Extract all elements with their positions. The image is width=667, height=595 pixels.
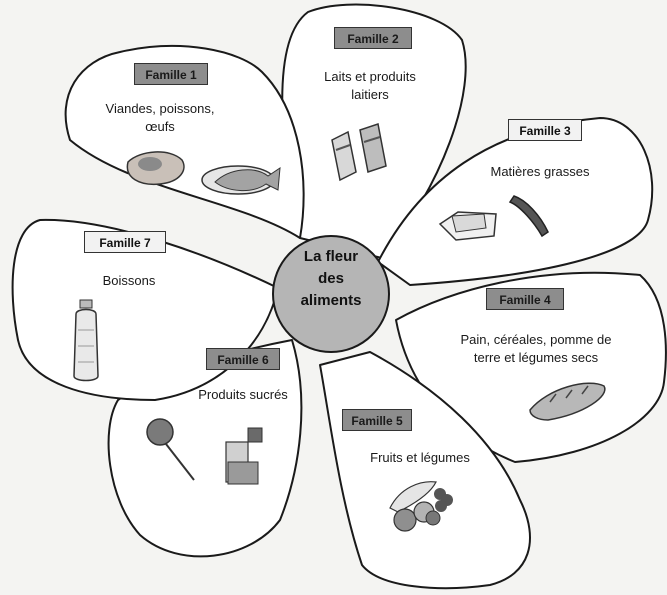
family-4-text-line: Pain, céréales, pomme de [460,332,612,347]
butter-icon [438,211,497,241]
family-label-1: Famille 1 [134,63,208,85]
family-5-text-line: Fruits et légumes [370,450,470,465]
center-circle [272,235,390,353]
family-label-4: Famille 4 [486,288,564,310]
center-title-line: La fleur [303,248,359,265]
family-3-text-line: Matières grasses [490,164,590,179]
family-1-text-line: Viandes, poissons, [105,101,215,116]
family-7-text-line: Boissons [102,273,156,288]
family-label-7: Famille 7 [84,231,166,253]
fish-icon [201,165,281,195]
family-6-text: Produits sucrés [178,386,308,404]
lollipop-icon [146,418,195,481]
bread-icon [529,382,606,421]
family-label-3: Famille 3 [508,119,582,141]
family-6-text-line: Produits sucrés [198,387,288,402]
meat-icon [126,151,185,186]
family-label-5: Famille 5 [342,409,412,431]
family-5-text: Fruits et légumes [350,449,490,467]
milk-carton-icon [331,123,387,182]
family-7-text: Boissons [84,272,174,290]
family-2-text: Laits et produits laitiers [305,68,435,104]
family-2-text-line: laitiers [351,87,389,102]
family-label-2: Famille 2 [334,27,412,49]
family-1-text-line: œufs [145,119,175,134]
center-title-line: aliments [300,292,362,309]
family-label-6: Famille 6 [206,348,280,370]
sugar-icon [225,427,263,485]
center-title-line: des [318,270,344,287]
family-2-text-line: Laits et produits [324,69,416,84]
oil-icon [508,195,549,238]
family-4-text-line: terre et légumes secs [473,350,599,365]
fruits-icon [389,481,453,532]
water-bottle-icon [73,299,99,382]
family-3-text: Matières grasses [470,163,610,181]
center-title: La fleur des aliments [276,246,386,312]
family-1-text: Viandes, poissons, œufs [90,100,230,136]
family-4-text: Pain, céréales, pomme de terre et légume… [436,331,636,367]
